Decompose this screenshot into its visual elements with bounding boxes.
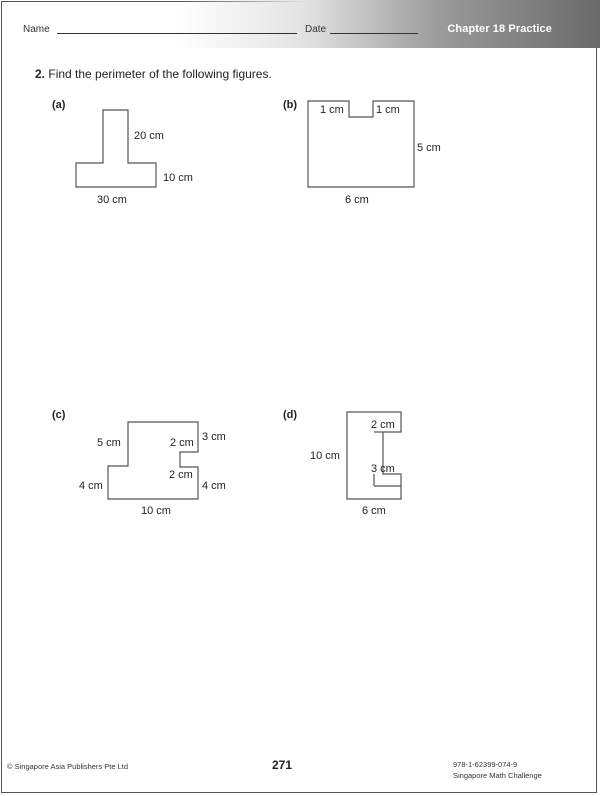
- header-band: [180, 0, 600, 48]
- figure-d-dim-top: 2 cm: [371, 419, 395, 431]
- question-prompt: 2. Find the perimeter of the following f…: [35, 67, 272, 81]
- name-line: [57, 33, 297, 34]
- figure-b-shape: [307, 100, 415, 188]
- copyright-text: © Singapore Asia Publishers Pte Ltd: [7, 762, 129, 771]
- part-label-c: (c): [52, 409, 66, 421]
- figure-c-dim-top-left: 5 cm: [97, 437, 121, 449]
- part-label-a: (a): [52, 99, 66, 111]
- figure-c-dim-width: 10 cm: [141, 505, 171, 517]
- figure-d-dim-middle: 3 cm: [371, 463, 395, 475]
- name-label: Name: [23, 24, 50, 35]
- figure-c-dim-notch-upper: 2 cm: [170, 437, 194, 449]
- figure-d-dim-width: 6 cm: [362, 505, 386, 517]
- figure-c-dim-right-upper: 3 cm: [202, 431, 226, 443]
- figure-b-dim-left-notch: 1 cm: [320, 104, 344, 116]
- figure-c-dim-notch-lower: 2 cm: [169, 469, 193, 481]
- question-text: Find the perimeter of the following figu…: [48, 67, 272, 81]
- part-label-d: (d): [283, 409, 298, 421]
- figure-a-shape: [75, 109, 157, 188]
- figure-d-shape: [346, 411, 402, 500]
- chapter-title: Chapter 18 Practice: [447, 23, 552, 35]
- figure-a-dim-height: 20 cm: [134, 130, 164, 142]
- figure-a-dim-base-height: 10 cm: [163, 172, 193, 184]
- figure-b-dim-right-notch: 1 cm: [376, 104, 400, 116]
- figure-b-dim-width: 6 cm: [345, 194, 369, 206]
- figure-c-dim-right: 4 cm: [202, 480, 226, 492]
- question-number: 2.: [35, 67, 46, 81]
- page-number: 271: [272, 758, 293, 772]
- series-text: Singapore Math Challenge: [453, 771, 542, 780]
- figure-d-dim-height: 10 cm: [310, 450, 340, 462]
- isbn-text: 978-1-62399-074-9: [453, 760, 518, 769]
- figure-c-dim-left: 4 cm: [79, 480, 103, 492]
- figure-a-dim-width: 30 cm: [97, 194, 127, 206]
- date-line: [330, 33, 418, 34]
- figure-c-shape: [107, 421, 199, 500]
- date-label: Date: [305, 24, 327, 35]
- figure-b-dim-height: 5 cm: [417, 142, 441, 154]
- part-label-b: (b): [283, 99, 298, 111]
